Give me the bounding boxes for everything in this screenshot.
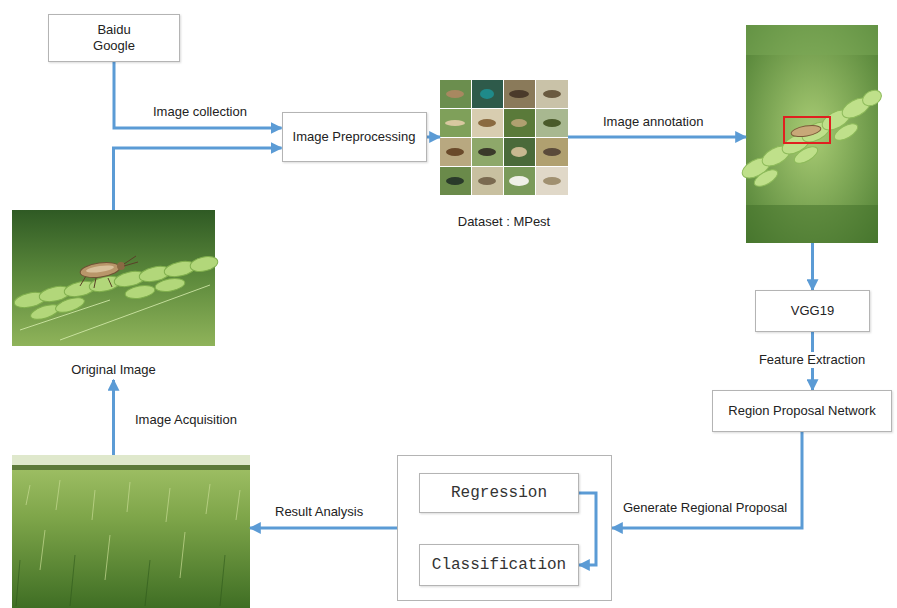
process-box: Classification xyxy=(419,544,579,586)
image-caption: Dataset : MPest xyxy=(458,214,550,232)
original-image: Original Image xyxy=(12,210,215,380)
image-caption: Original Image xyxy=(71,362,156,380)
dataset-image: Dataset : MPest xyxy=(440,80,568,232)
source-box: Baidu Google xyxy=(48,14,180,62)
flow-arrow xyxy=(114,62,282,128)
edge-label: Image collection xyxy=(150,104,250,120)
edge-label: Image annotation xyxy=(600,114,706,130)
original-photo xyxy=(12,210,219,346)
field-photo xyxy=(12,455,250,608)
box-label: Image Preprocessing xyxy=(293,129,416,145)
flow-arrow xyxy=(114,148,282,210)
edge-label: Generate Regional Proposal xyxy=(620,500,790,516)
box-label: Classification xyxy=(432,555,566,575)
box-label: Region Proposal Network xyxy=(728,403,875,419)
process-box: Image Preprocessing xyxy=(282,112,427,162)
edge-label: Image Acquisition xyxy=(132,412,240,428)
process-box: VGG19 xyxy=(755,290,870,332)
dataset-mosaic xyxy=(440,80,568,195)
group-box: RegressionClassification xyxy=(397,455,612,601)
annotated-image xyxy=(746,25,878,243)
edge-label: Result Analysis xyxy=(272,504,366,520)
box-label: Regression xyxy=(451,483,547,503)
flow-arrow xyxy=(568,136,746,139)
flow-arrow xyxy=(811,243,814,290)
process-box: Regression xyxy=(419,473,579,513)
flow-arrow xyxy=(427,136,441,139)
field-image xyxy=(12,455,250,608)
process-box: Region Proposal Network xyxy=(712,390,892,432)
annotated-photo xyxy=(739,25,884,243)
flow-arrow xyxy=(112,380,115,455)
box-label: Baidu Google xyxy=(83,22,145,55)
edge-label: Feature Extraction xyxy=(756,352,868,368)
flow-arrow xyxy=(250,527,397,530)
box-label: VGG19 xyxy=(791,303,834,319)
flow-arrow xyxy=(579,493,596,565)
flow-arrow xyxy=(612,432,802,528)
